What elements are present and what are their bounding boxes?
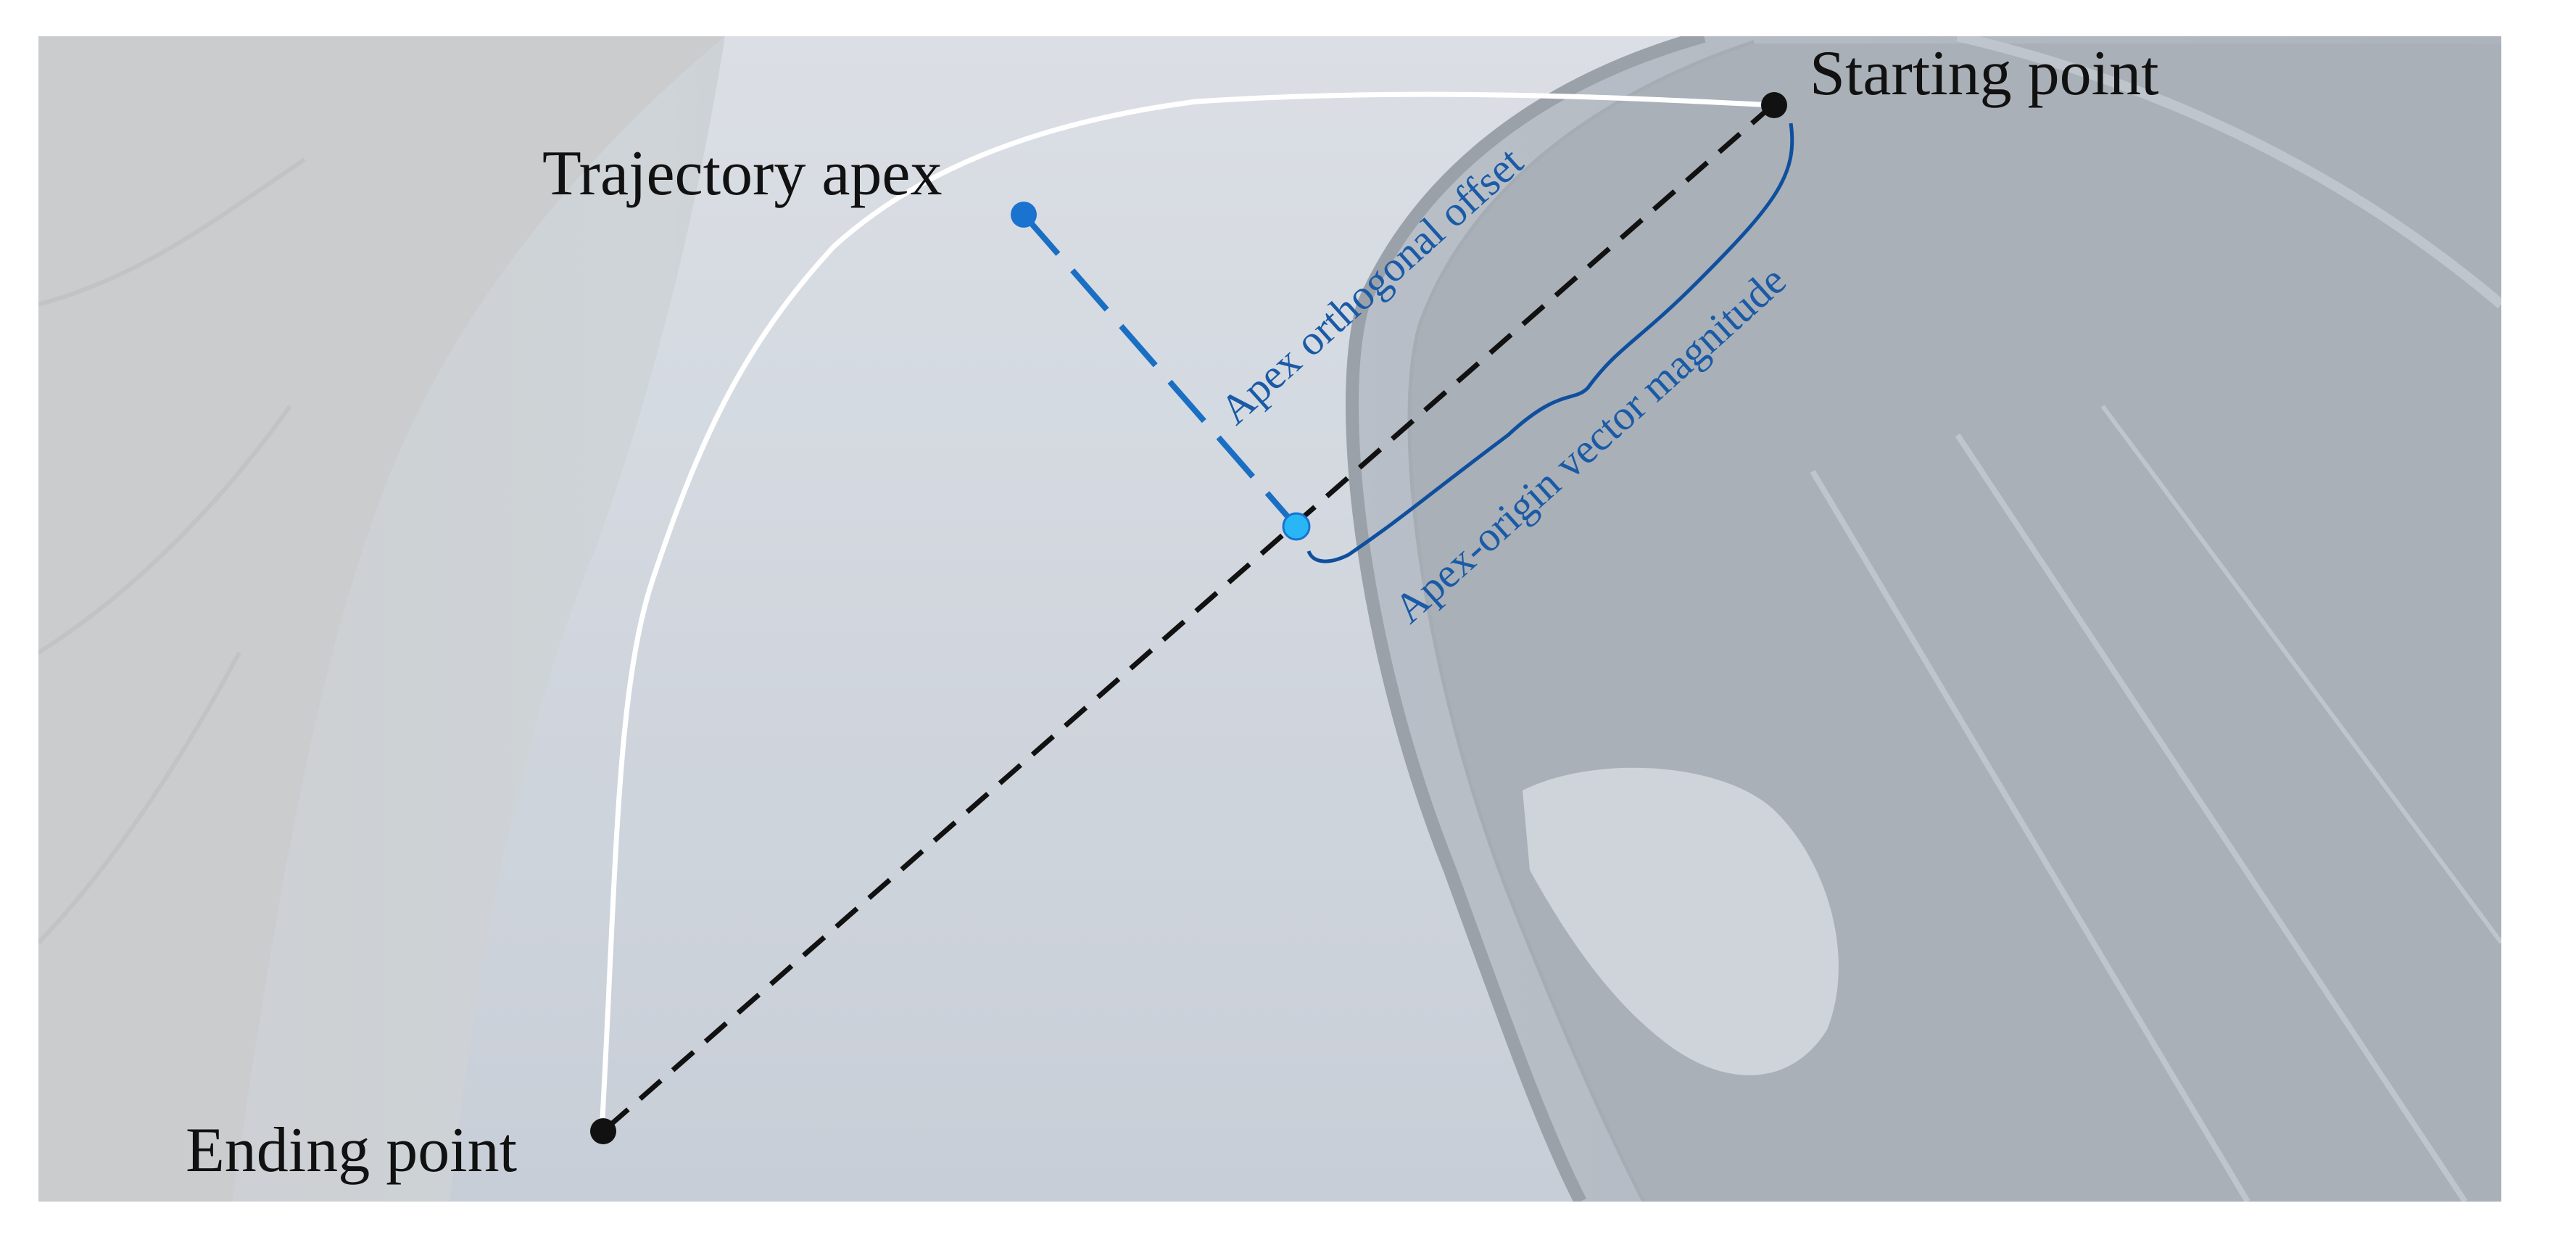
starting-point-dot bbox=[1761, 92, 1787, 118]
background-photo bbox=[38, 36, 2501, 1202]
apex-origin-brace bbox=[1306, 123, 1794, 563]
apex-orthogonal-offset-line bbox=[1021, 212, 1299, 529]
ending-point-label: Ending point bbox=[186, 1115, 517, 1186]
apex-foot-dot bbox=[1282, 512, 1311, 541]
trajectory-curve bbox=[599, 91, 1776, 1134]
starting-point-label: Starting point bbox=[1810, 38, 2159, 109]
trajectory-apex-label: Trajectory apex bbox=[542, 139, 942, 209]
trajectory-apex-dot bbox=[1011, 202, 1037, 228]
ending-point-dot bbox=[590, 1118, 616, 1144]
